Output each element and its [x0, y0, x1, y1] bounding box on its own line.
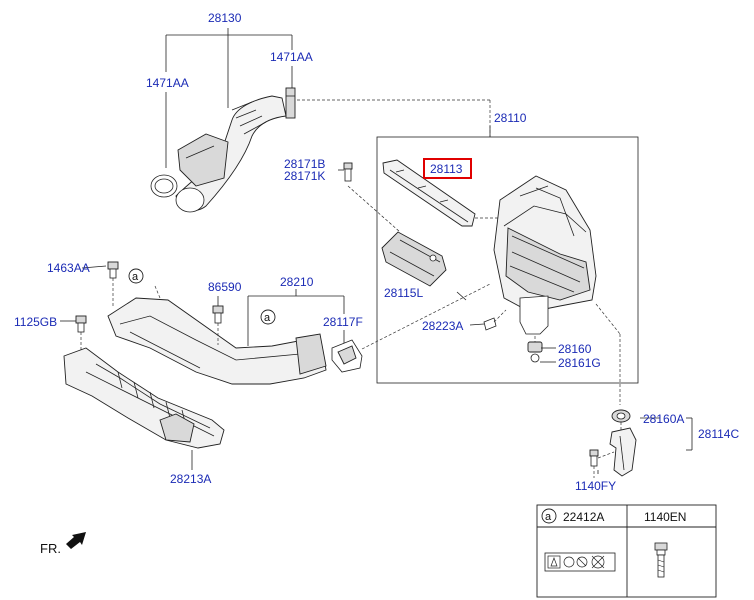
intake-hose-assembly	[150, 28, 296, 213]
side-bracket-assembly	[589, 409, 693, 478]
label-28117F[interactable]: 28117F	[323, 315, 363, 329]
label-1463AA[interactable]: 1463AA	[47, 261, 90, 275]
air-cleaner-assembly	[343, 126, 639, 384]
leader-lines	[60, 99, 621, 474]
label-28115L[interactable]: 28115L	[384, 286, 423, 300]
label-28160[interactable]: 28160	[558, 342, 592, 356]
part-labels: 28130 1471AA 1471AA 28110 28171B 28171K …	[14, 11, 739, 493]
front-direction-indicator: FR.	[40, 532, 86, 556]
highlight-box	[423, 158, 472, 179]
label-28110[interactable]: 28110	[494, 111, 527, 125]
label-28223A[interactable]: 28223A	[422, 319, 463, 333]
label-1471AA-right[interactable]: 1471AA	[270, 50, 313, 64]
legend-table: a 22412A 1140EN	[536, 504, 717, 598]
label-28213A[interactable]: 28213A	[170, 472, 211, 486]
label-1125GB[interactable]: 1125GB	[14, 315, 57, 329]
label-28161G[interactable]: 28161G	[558, 356, 601, 370]
label-1140FY[interactable]: 1140FY	[575, 479, 616, 493]
fr-label: FR.	[40, 541, 61, 556]
label-28171B[interactable]: 28171B	[284, 157, 325, 171]
arrow-icon	[66, 532, 86, 549]
label-28113[interactable]: 28113	[430, 162, 463, 176]
bolt-1140EN-icon	[654, 542, 668, 578]
label-28114C[interactable]: 28114C	[698, 427, 739, 441]
label-86590[interactable]: 86590	[208, 280, 242, 294]
warning-label-icon	[544, 552, 616, 572]
label-28171K[interactable]: 28171K	[284, 169, 325, 183]
label-1471AA-left[interactable]: 1471AA	[146, 76, 189, 90]
legend-part-22412A[interactable]: 22412A	[563, 510, 604, 524]
svg-text:a: a	[132, 271, 139, 283]
legend-circle-a: a	[545, 511, 552, 523]
label-28210[interactable]: 28210	[280, 275, 314, 289]
bracket-assembly	[63, 261, 225, 449]
air-duct-assembly	[107, 289, 363, 385]
callout-a-middle: a	[260, 309, 276, 325]
label-28130[interactable]: 28130	[208, 11, 242, 25]
callout-a-left: a	[128, 268, 144, 284]
legend-part-1140EN[interactable]: 1140EN	[644, 510, 686, 524]
bolt-icon	[343, 162, 353, 182]
label-28160A[interactable]: 28160A	[643, 412, 684, 426]
svg-text:a: a	[264, 312, 271, 324]
